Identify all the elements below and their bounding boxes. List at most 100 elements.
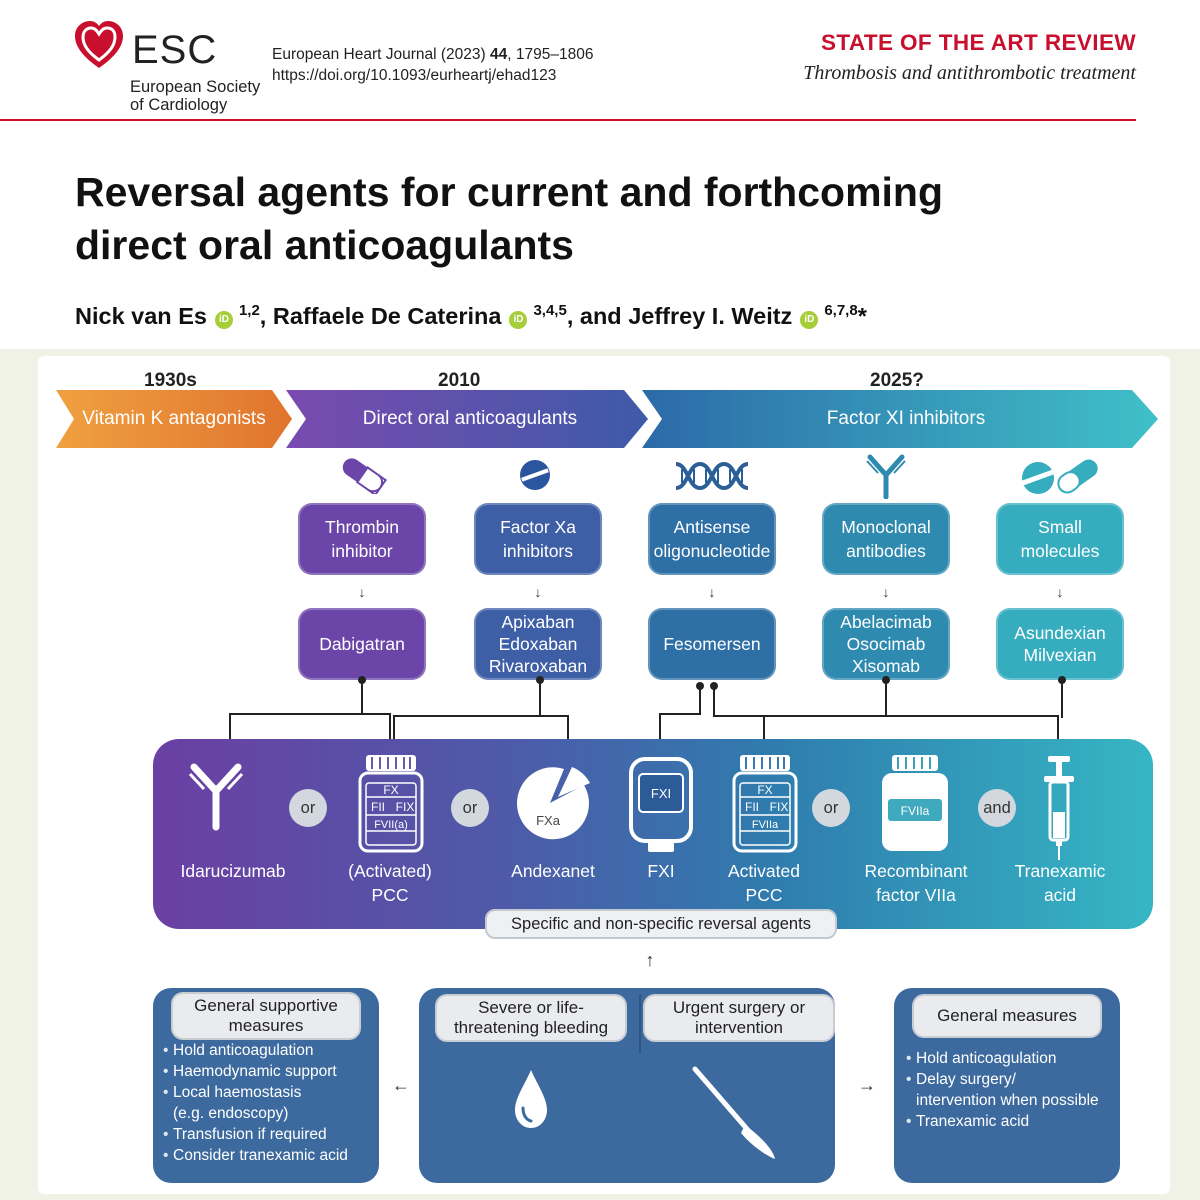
- bottle-factor-label: FVIIa: [752, 819, 779, 831]
- connector-lines: [229, 676, 1066, 754]
- agent-pcc: (Activated) PCC: [348, 861, 432, 905]
- down-arrow-icon: ↓: [1056, 584, 1064, 600]
- right-arrow-icon: →: [858, 1075, 876, 1095]
- orcid-icon[interactable]: iD: [509, 310, 528, 329]
- author-name[interactable]: Nick van Es: [75, 302, 207, 329]
- blood-drop-icon: [515, 1070, 547, 1128]
- paper-title-line1: Reversal agents for current and forthcom…: [75, 169, 944, 215]
- timeline-label: Vitamin K antagonists: [82, 408, 266, 429]
- severe-bleeding-header: Severe or life- threatening bleeding: [437, 996, 625, 1040]
- down-arrow-icon: ↓: [882, 584, 890, 600]
- timeline-label: Direct oral anticoagulants: [362, 408, 578, 429]
- drug-class-thrombin-inhibitor: Thrombin inhibitor: [298, 503, 426, 575]
- esc-name: European Society of Cardiology: [130, 78, 260, 114]
- reversal-agents-band: [153, 739, 1153, 929]
- corresponding-author-mark: *: [857, 302, 867, 329]
- timeline-segment-fxi: [642, 390, 1158, 448]
- author-name[interactable]: Jeffrey I. Weitz: [628, 302, 793, 329]
- agent-idarucizumab: Idarucizumab: [180, 861, 286, 881]
- conjunction-or: or: [812, 789, 850, 827]
- drug-monoclonal-list: Abelacimab Osocimab Xisomab: [822, 608, 950, 680]
- journal-citation: European Heart Journal (2023) 44, 1795–1…: [272, 44, 593, 86]
- list-item: Hold anticoagulation: [906, 1048, 1099, 1069]
- journal-volume: 44: [490, 46, 508, 63]
- syringe-icon: [1044, 756, 1074, 860]
- orcid-icon[interactable]: iD: [214, 310, 233, 329]
- down-arrow-icon: ↓: [534, 584, 542, 600]
- bag-label: FXI: [651, 786, 671, 801]
- paper-title: Reversal agents for current and forthcom…: [75, 166, 1155, 272]
- agent-activated-pcc: Activated PCC: [728, 861, 800, 905]
- list-item-continuation: intervention when possible: [916, 1092, 1099, 1109]
- drug-fesomersen: Fesomersen: [648, 608, 776, 680]
- author-separator: ,: [259, 302, 273, 329]
- bottle-factor-label: FVII(a): [374, 819, 408, 831]
- era-label: 2010: [438, 370, 481, 391]
- era-label: 2025?: [870, 370, 924, 391]
- drug-factor-xa-list: Apixaban Edoxaban Rivaroxaban: [474, 608, 602, 680]
- pills-icon: [1021, 459, 1098, 494]
- drug-class-antisense-oligonucleotide: Antisense oligonucleotide: [648, 503, 776, 575]
- bottle-icon: FX FII FIX FVII(a): [358, 755, 424, 853]
- agent-andexanet: Andexanet: [511, 861, 595, 881]
- journal-citation-text: European Heart Journal (2023): [272, 46, 490, 63]
- agent-fxi: FXI: [647, 861, 675, 881]
- timeline-segment-vka: [56, 390, 292, 448]
- conjunction-or: or: [289, 789, 327, 827]
- left-arrow-icon: ←: [392, 1075, 410, 1095]
- vial-label: FVIIa: [901, 804, 930, 818]
- scalpel-icon: [692, 1066, 775, 1159]
- author-affiliation: 1,2: [238, 302, 260, 319]
- list-item: Delay surgery/: [906, 1069, 1099, 1090]
- list-item: Local haemostasis: [163, 1082, 348, 1103]
- timeline: Vitamin K antagonists Direct oral antico…: [56, 390, 1160, 448]
- up-arrow-icon: ↑: [645, 950, 655, 970]
- drug-small-molecule-list: Asundexian Milvexian: [996, 608, 1124, 680]
- author-affiliation: 3,4,5: [533, 302, 567, 319]
- era-label: 1930s: [144, 370, 197, 391]
- agent-tranexamic-acid: Tranexamic acid: [1014, 861, 1106, 905]
- drug-class-small-molecules: Small molecules: [996, 503, 1124, 575]
- paper-title-line2: direct oral anticoagulants: [75, 222, 574, 268]
- antibody-icon: [188, 763, 244, 831]
- list-item: Haemodynamic support: [163, 1061, 348, 1082]
- pie-label: FXa: [536, 813, 561, 828]
- bottle-factor-label: FIX: [396, 800, 415, 814]
- orcid-icon[interactable]: iD: [800, 310, 819, 329]
- section-title: STATE OF THE ART REVIEW: [820, 30, 1136, 55]
- vial-icon: FVIIa: [882, 755, 948, 851]
- esc-logo: ESC European Society of Cardiology: [72, 14, 272, 114]
- conjunction-or: or: [451, 789, 489, 827]
- drug-class-factor-xa-inhibitors: Factor Xa inhibitors: [474, 503, 602, 575]
- list-item-continuation: (e.g. endoscopy): [173, 1105, 289, 1122]
- author-affiliation: 6,7,8: [824, 302, 858, 319]
- pie-icon: FXa: [516, 767, 590, 840]
- section-subtitle: Thrombosis and antithrombotic treatment: [803, 62, 1136, 84]
- capsule-icon: [342, 458, 387, 494]
- heart-logo-icon: [75, 21, 123, 68]
- panel-divider: [639, 994, 641, 1054]
- figure-canvas: 1930s 2010 2025? Vitamin K antagonists D…: [38, 356, 1170, 1194]
- article-section: STATE OF THE ART REVIEW Thrombosis and a…: [803, 30, 1136, 85]
- journal-pages: , 1795–1806: [507, 46, 594, 63]
- bottle-factor-label: FII: [745, 800, 759, 814]
- timeline-label: Factor XI inhibitors: [826, 408, 986, 429]
- bottle-factor-label: FX: [757, 783, 772, 797]
- bleeding-scenarios-panel: Severe or life- threatening bleeding Urg…: [419, 988, 835, 1183]
- down-arrow-icon: ↓: [358, 584, 366, 600]
- header-divider: [0, 119, 1136, 121]
- bottle-icon: FX FII FIX FVIIa: [732, 755, 798, 853]
- infusion-bag-icon: FXI: [629, 757, 693, 852]
- supportive-measures-list: Hold anticoagulation Haemodynamic suppor…: [163, 1040, 348, 1166]
- doi-link[interactable]: https://doi.org/10.1093/eurheartj/ehad12…: [272, 67, 557, 84]
- esc-name-line2: of Cardiology: [130, 96, 228, 114]
- reversal-agents-caption: Specific and non-specific reversal agent…: [485, 909, 837, 939]
- list-item: Tranexamic acid: [906, 1111, 1099, 1132]
- author-name[interactable]: Raffaele De Caterina: [272, 302, 502, 329]
- list-item: Hold anticoagulation: [163, 1040, 348, 1061]
- list-item: Consider tranexamic acid: [163, 1145, 348, 1166]
- general-measures-panel: General measures Hold anticoagulation De…: [894, 988, 1120, 1183]
- supportive-measures-panel: General supportive measures Hold anticoa…: [153, 988, 379, 1183]
- urgent-surgery-header: Urgent surgery or intervention: [645, 996, 833, 1040]
- bottle-factor-label: FIX: [770, 800, 789, 814]
